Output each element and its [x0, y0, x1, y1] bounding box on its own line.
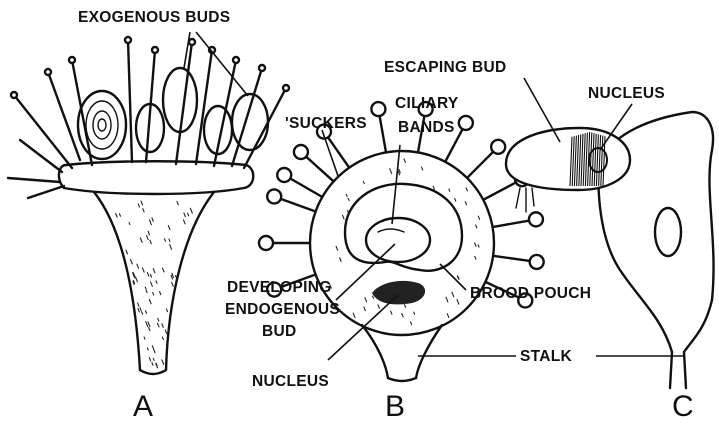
label-bud: BUD	[262, 323, 296, 340]
figure-b	[259, 102, 544, 381]
label-endogenous: ENDOGENOUS	[225, 301, 340, 318]
label-figure-b: B	[385, 390, 405, 422]
figure-a	[8, 32, 289, 374]
label-escaping-bud: ESCAPING BUD	[384, 59, 506, 76]
label-developing: DEVELOPING	[227, 279, 332, 296]
label-exogenous-buds: EXOGENOUS BUDS	[78, 9, 230, 26]
figure-a-head	[59, 161, 253, 194]
label-brood-pouch: BROOD POUCH	[470, 285, 591, 302]
sucker-tentacle	[294, 145, 334, 181]
label-nucleus-b: NUCLEUS	[252, 373, 329, 390]
sucker-tentacle	[277, 168, 322, 197]
label-ciliary: CILIARY	[395, 95, 459, 112]
label-stalk: STALK	[520, 348, 573, 365]
figure-a-stalk-base	[140, 370, 166, 374]
sucker-tentacle	[467, 140, 505, 178]
label-figure-a: A	[133, 390, 153, 422]
label-nucleus-c: NUCLEUS	[588, 85, 665, 102]
figure-a-stipple	[116, 201, 193, 368]
sucker-tentacle	[493, 212, 543, 227]
exogenous-bud-2	[163, 68, 197, 132]
developing-endogenous-bud	[366, 218, 430, 262]
sucker-tentacle	[371, 102, 386, 152]
figure-c	[506, 78, 714, 388]
label-suckers: 'SUCKERS	[285, 115, 367, 132]
escaping-bud	[506, 128, 630, 190]
sucker-tentacle	[267, 189, 315, 211]
figure-c-vacuole	[655, 208, 681, 256]
exogenous-leader-2	[196, 32, 248, 96]
label-figure-c: C	[672, 390, 694, 422]
figure-a-stalk	[94, 192, 214, 370]
label-bands: BANDS	[398, 119, 455, 136]
sucker-tentacle	[259, 236, 310, 250]
sucker-tentacle	[493, 255, 544, 269]
exogenous-bud-3	[232, 94, 268, 150]
